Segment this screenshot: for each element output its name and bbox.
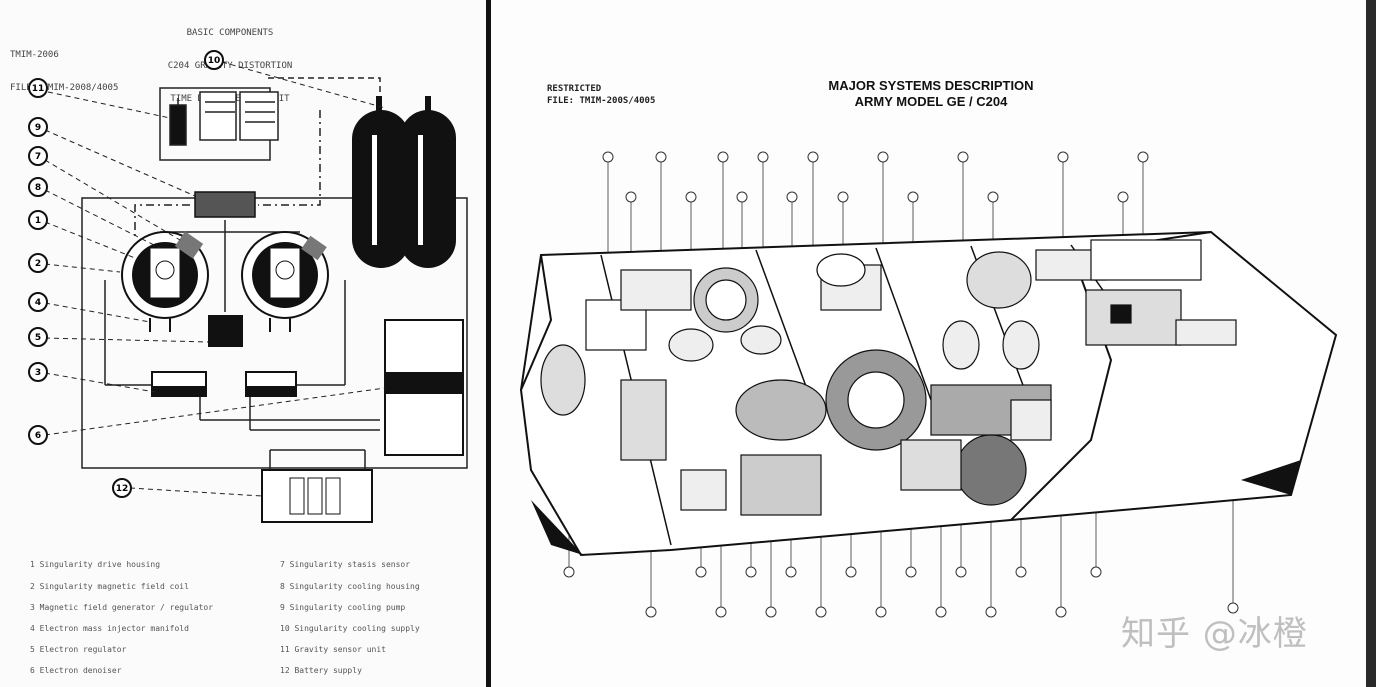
left-header-line-2: FILE: TMIM-2008/4005: [10, 83, 119, 93]
callout-9: 9: [28, 117, 48, 137]
callout-3: 3: [28, 362, 48, 382]
legend-item-8: 8 Singularity cooling housing: [280, 582, 420, 591]
legend-item-1: 1 Singularity drive housing: [30, 560, 161, 569]
left-document-panel: TMIM-2006 FILE: TMIM-2008/4005 BASIC COM…: [0, 0, 486, 687]
callout-7: 7: [28, 146, 48, 166]
cooling-tank-right: [400, 110, 456, 268]
front-skid: [531, 500, 583, 555]
title-line-1: MAJOR SYSTEMS DESCRIPTION: [828, 78, 1034, 93]
sensor-cylinder-left: [199, 91, 237, 141]
svg-text:1: 1: [35, 216, 41, 226]
svg-text:12: 12: [116, 484, 129, 494]
battery-supply: [261, 469, 373, 523]
panel-divider: [486, 0, 491, 687]
callout-6: 6: [28, 425, 48, 445]
file-label: FILE: TMIM-200S/4005: [547, 96, 656, 106]
left-header-file: TMIM-2006 FILE: TMIM-2008/4005: [10, 28, 118, 116]
restricted-label: RESTRICTED: [547, 84, 602, 94]
legend-item-10: 10 Singularity cooling supply: [280, 624, 420, 633]
svg-text:4: 4: [35, 298, 41, 308]
callout-2: 2: [28, 253, 48, 273]
left-header-line-1: TMIM-2006: [10, 50, 59, 60]
legend-item-6: 6 Electron denoiser: [30, 666, 122, 675]
cooling-tank-left: [352, 110, 410, 268]
legend-item-9: 9 Singularity cooling pump: [280, 603, 406, 612]
callout-4: 4: [28, 292, 48, 312]
singularity-drive-right: [241, 231, 329, 332]
left-title-line-1: BASIC COMPONENTS: [186, 28, 274, 38]
svg-text:8: 8: [35, 183, 41, 193]
callout-5: 5: [28, 327, 48, 347]
legend-item-7: 7 Singularity stasis sensor: [280, 560, 411, 569]
cooling-pump: [194, 191, 256, 218]
legend-item-11: 11 Gravity sensor unit: [280, 645, 386, 654]
svg-text:9: 9: [35, 123, 41, 133]
callout-markers: 11 10 9 7 8 1 2 4 5 3 6 12: [28, 50, 224, 498]
callout-12: 12: [112, 478, 132, 498]
right-edge-bar: [1366, 0, 1376, 687]
singularity-drive-left: [121, 231, 209, 332]
svg-text:11: 11: [32, 84, 45, 94]
electron-regulator: [208, 315, 243, 347]
zhihu-watermark: 知乎 @冰橙: [1121, 614, 1308, 654]
internal-machinery: [540, 239, 1237, 516]
basic-components-diagram: 11 10 9 7 8 1 2 4 5 3 6 12: [28, 50, 468, 523]
sensor-canister: [169, 104, 187, 146]
legend-item-3: 3 Magnetic field generator / regulator: [30, 603, 214, 612]
cutaway-vehicle-diagram: [519, 151, 1338, 618]
title-line-2: ARMY MODEL GE / C204: [854, 94, 1008, 109]
legend-item-4: 4 Electron mass injector manifold: [30, 624, 189, 633]
svg-text:6: 6: [35, 431, 41, 441]
sensor-cylinder-right: [239, 91, 279, 141]
legend-item-5: 5 Electron regulator: [30, 645, 127, 654]
legend-item-2: 2 Singularity magnetic field coil: [30, 582, 189, 591]
svg-text:5: 5: [35, 333, 41, 343]
callout-8: 8: [28, 177, 48, 197]
right-document-panel: RESTRICTED FILE: TMIM-200S/4005 MAJOR SY…: [491, 0, 1376, 687]
system-frame: [81, 197, 468, 469]
callout-10: 10: [204, 50, 224, 70]
rear-skid: [1241, 460, 1301, 495]
svg-text:10: 10: [208, 56, 221, 66]
callout-11: 11: [28, 78, 48, 98]
callout-1: 1: [28, 210, 48, 230]
major-systems-title: MAJOR SYSTEMS DESCRIPTION ARMY MODEL GE …: [791, 78, 1071, 110]
svg-text:3: 3: [35, 368, 41, 378]
svg-text:7: 7: [35, 152, 41, 162]
cooling-supply-tanks: [352, 96, 456, 268]
svg-text:2: 2: [35, 259, 41, 269]
legend-item-12: 12 Battery supply: [280, 666, 362, 675]
